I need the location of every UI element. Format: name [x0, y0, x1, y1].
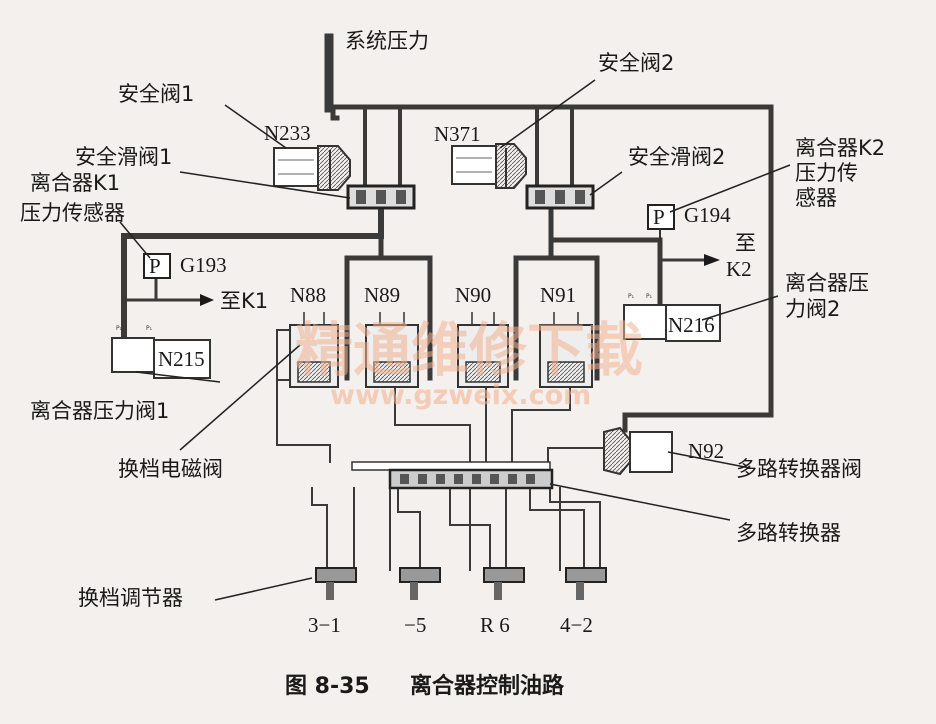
pipe-reg-5	[397, 487, 421, 571]
label-k1-sensor-line1: 离合器K1	[30, 171, 120, 195]
pipe-n91-down	[511, 387, 571, 463]
safety-valve-2	[451, 143, 527, 189]
label-gear-31: 3−1	[308, 613, 341, 637]
watermark: 精通维修下载 www.gzweix.com	[295, 316, 643, 411]
main-pressure-line	[330, 104, 774, 433]
flow-arrows	[200, 254, 720, 306]
caption-title: 离合器控制油路	[410, 673, 565, 699]
solenoid-n90	[457, 312, 509, 388]
pipe-n88-down	[276, 379, 331, 463]
label-g193: G193	[180, 253, 227, 277]
k2-circuit-line	[548, 205, 663, 308]
multiplexer-valve-n92	[603, 426, 673, 476]
chamber-frame-n89	[344, 255, 433, 381]
label-g194: G194	[684, 203, 731, 227]
figure-caption: 图 8-35 离合器控制油路	[285, 673, 565, 699]
label-shift-regulator: 换档调节器	[78, 586, 183, 610]
arrow-to-k2	[704, 254, 720, 266]
label-clutch-pressure-valve-1: 离合器压力阀1	[30, 399, 169, 423]
caption-figure-number: 图 8-35	[285, 674, 370, 699]
clutch-pressure-valve-2: P₁ P₁	[623, 293, 721, 342]
label-n233: N233	[264, 121, 311, 145]
watermark-url: www.gzweix.com	[330, 380, 591, 411]
shift-regulator-r6	[483, 567, 525, 600]
watermark-text: 精通维修下载	[295, 316, 643, 384]
shift-regulator-31	[315, 567, 357, 600]
safety-valve-1	[273, 145, 351, 191]
svg-text:P₁: P₁	[146, 325, 153, 332]
label-n91: N91	[540, 283, 576, 307]
svg-text:P₁: P₁	[646, 293, 653, 300]
label-k2-sensor-line2: 压力传	[795, 161, 858, 185]
arrow-to-k1	[200, 294, 214, 306]
label-multiplexer-valve: 多路转换器阀	[736, 457, 862, 481]
safety-slide-valve-2	[525, 184, 595, 210]
label-n90: N90	[455, 283, 491, 307]
pipe-mux-valve	[547, 447, 605, 463]
shift-regulator-42	[565, 567, 607, 600]
label-n216: N216	[668, 313, 715, 337]
k1-circuit-line	[121, 205, 384, 343]
label-safety-slide-valve-1: 安全滑阀1	[75, 145, 172, 169]
label-n215: N215	[158, 347, 205, 371]
shift-regulator-5	[399, 567, 441, 600]
label-k2-sensor-line3: 感器	[795, 186, 837, 210]
label-multiplexer: 多路转换器	[736, 521, 841, 545]
label-clutch-pressure-valve-2-line2: 力阀2	[785, 297, 840, 321]
oil-lines	[121, 33, 774, 571]
label-clutch-pressure-valve-2-line1: 离合器压	[785, 271, 869, 295]
label-gear-r6: R 6	[480, 613, 510, 637]
label-k2-sensor-line1: 离合器K2	[795, 136, 885, 160]
pressure-sensor-g193: P	[143, 253, 171, 279]
sensor-g194-p-symbol: P	[653, 205, 665, 229]
label-k1-sensor-line2: 压力传感器	[20, 201, 125, 225]
label-gear-5: −5	[404, 613, 426, 637]
label-n92: N92	[688, 439, 724, 463]
sensor-g193-p-symbol: P	[149, 254, 161, 278]
svg-text:P₁: P₁	[628, 293, 635, 300]
label-safety-slide-valve-2: 安全滑阀2	[628, 145, 725, 169]
label-shift-solenoid: 换档电磁阀	[118, 457, 223, 481]
label-gear-42: 4−2	[560, 613, 593, 637]
labels: 系统压力 安全阀1 安全阀2 N233 N371 安全滑阀1 安全滑阀2 离合器…	[20, 29, 885, 637]
solenoid-n91	[539, 312, 593, 388]
leader-lines	[119, 79, 791, 601]
chamber-frame-n91	[513, 255, 600, 381]
label-to-k2-line1: 至	[735, 231, 756, 255]
svg-text:P₁: P₁	[116, 325, 123, 332]
safety-slide-valve-1	[346, 184, 416, 210]
solenoid-n89	[365, 312, 419, 388]
label-safety-valve-1: 安全阀1	[118, 82, 194, 106]
pressure-sensor-g194: P	[647, 204, 675, 242]
label-safety-valve-2: 安全阀2	[598, 51, 674, 75]
label-n371: N371	[434, 122, 481, 146]
solenoid-n88	[289, 312, 339, 388]
label-to-k2-line2: K2	[726, 257, 752, 281]
label-system-pressure: 系统压力	[345, 29, 429, 53]
clutch-pressure-valve-1: P₁ P₁	[111, 325, 211, 379]
pipe-n89-down	[394, 387, 471, 463]
label-to-k1: 至K1	[220, 289, 268, 313]
pipe-reg-42	[529, 487, 585, 571]
label-n88: N88	[290, 283, 326, 307]
pipe-reg-31	[311, 487, 328, 571]
multiplexer	[351, 461, 554, 490]
pipe-n88-feed	[276, 329, 291, 381]
label-n89: N89	[364, 283, 400, 307]
k1-sensor-line	[154, 274, 202, 302]
